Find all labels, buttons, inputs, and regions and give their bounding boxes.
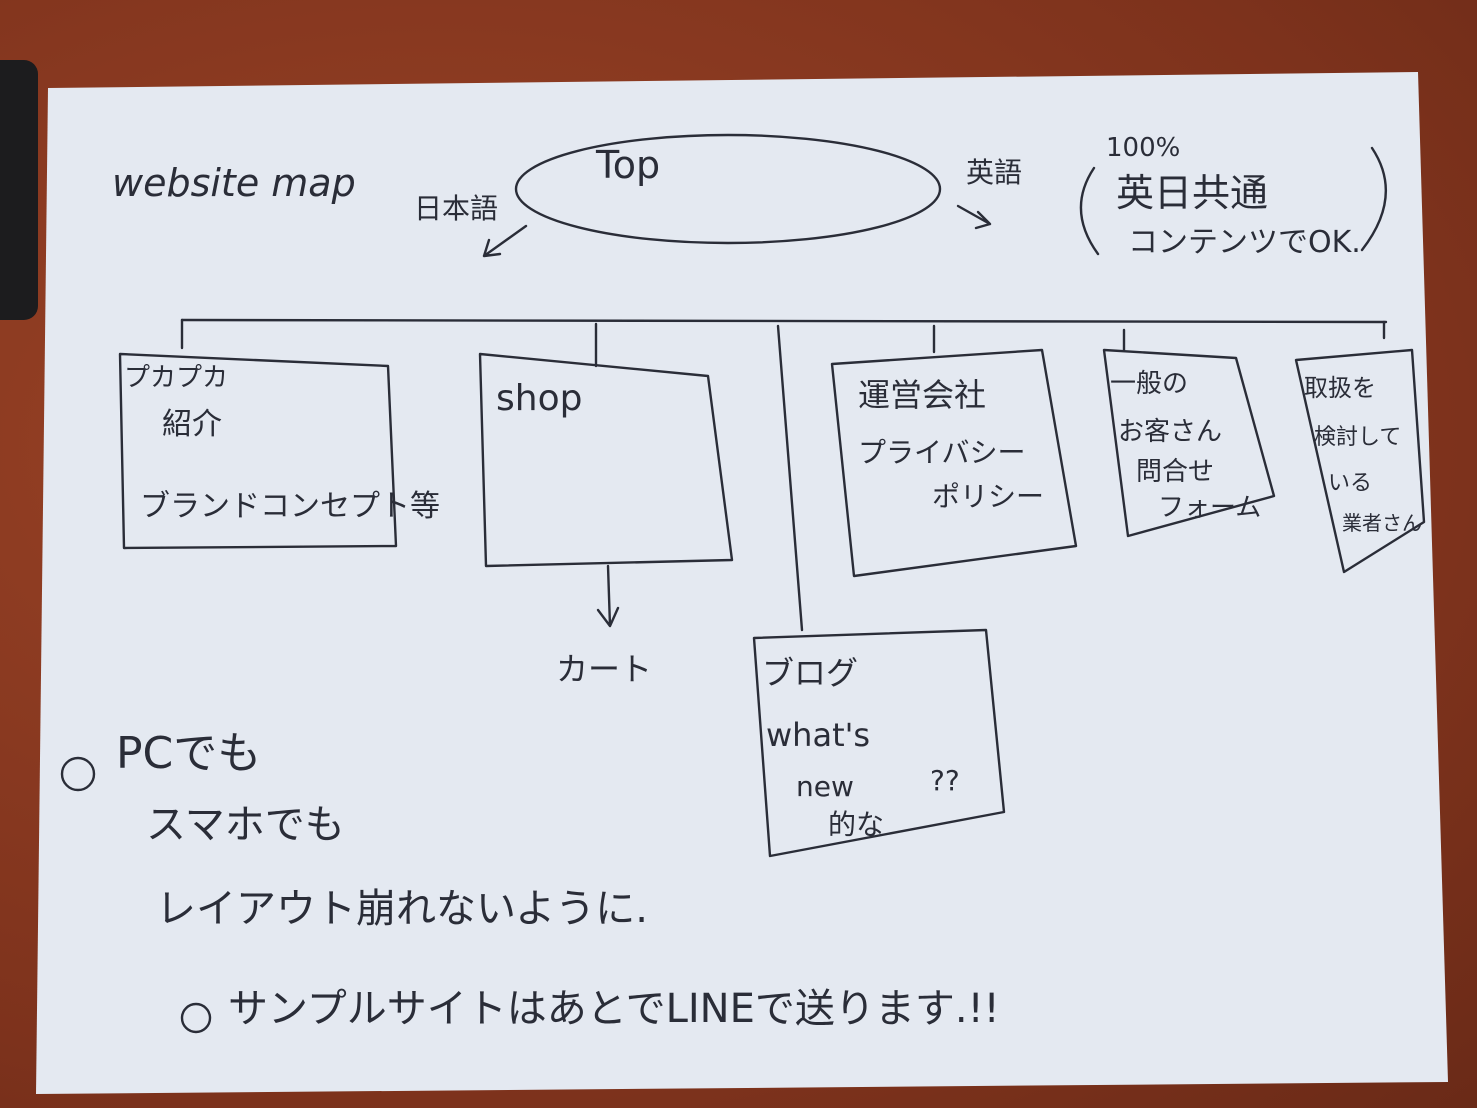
japanese-label: 日本語 <box>414 192 498 225</box>
page-box-contact: 一般の お客さん 問合せ フォーム <box>1102 348 1276 538</box>
page-line: 問合せ <box>1136 457 1214 487</box>
page-line: お客さん <box>1118 417 1222 447</box>
page-box-blog: ブログ what's new 的な ?? <box>752 628 1006 858</box>
bullet-circle-1 <box>60 756 96 792</box>
page-line: 取扱を <box>1304 374 1376 402</box>
page-line: 業者さん <box>1342 511 1422 535</box>
page-line: フォーム <box>1158 493 1261 523</box>
english-note-line1: 英日共通 <box>1116 171 1268 215</box>
note-1-line3: レイアウト崩れないように. <box>156 886 648 932</box>
page-line: プカプカ <box>124 363 228 393</box>
page-line: 一般の <box>1110 369 1188 399</box>
page-line: shop <box>496 378 582 419</box>
english-arrow <box>956 204 992 230</box>
cart-label: カート <box>556 650 652 688</box>
note-1-line2: スマホでも <box>146 802 345 848</box>
page-line: new <box>796 770 854 803</box>
desk-object <box>0 60 38 320</box>
top-node-ellipse <box>514 133 942 245</box>
page-line: ブランドコンセプト等 <box>140 489 440 524</box>
japanese-arrow <box>482 224 528 258</box>
page-line: ?? <box>930 764 960 797</box>
english-percent: 100% <box>1106 133 1180 163</box>
page-line: プライバシー <box>858 436 1025 469</box>
page-line: 運営会社 <box>858 376 986 414</box>
page-line: what's <box>766 716 870 754</box>
page-line: 紹介 <box>162 407 222 442</box>
page-line: 検討して <box>1314 425 1401 450</box>
page-box-dealers: 取扱を 検討して いる 業者さん <box>1294 348 1426 574</box>
page-line: ポリシー <box>932 480 1044 513</box>
page-box-company: 運営会社 プライバシー ポリシー <box>830 348 1078 578</box>
english-bracket-right <box>1360 146 1388 252</box>
english-label: 英語 <box>966 156 1022 189</box>
connector-lines <box>180 318 1388 632</box>
page-box-shop: shop <box>478 352 734 568</box>
note-1-line1: PCでも <box>116 728 261 779</box>
sketch-title: website map <box>112 161 356 205</box>
page-line: いる <box>1328 471 1372 496</box>
top-node-label: Top <box>595 143 660 187</box>
page-line: ブログ <box>762 654 858 692</box>
bullet-circle-2 <box>180 1002 212 1034</box>
page-line: 的な <box>828 808 884 841</box>
paper-sheet <box>36 72 1448 1094</box>
english-bracket-left <box>1079 166 1100 256</box>
note-2: サンプルサイトはあとでLINEで送ります.!! <box>228 986 1000 1032</box>
page-box-about: プカプカ 紹介 ブランドコンセプト等 <box>118 352 440 550</box>
english-note-line2: コンテンツでOK. <box>1128 225 1361 260</box>
